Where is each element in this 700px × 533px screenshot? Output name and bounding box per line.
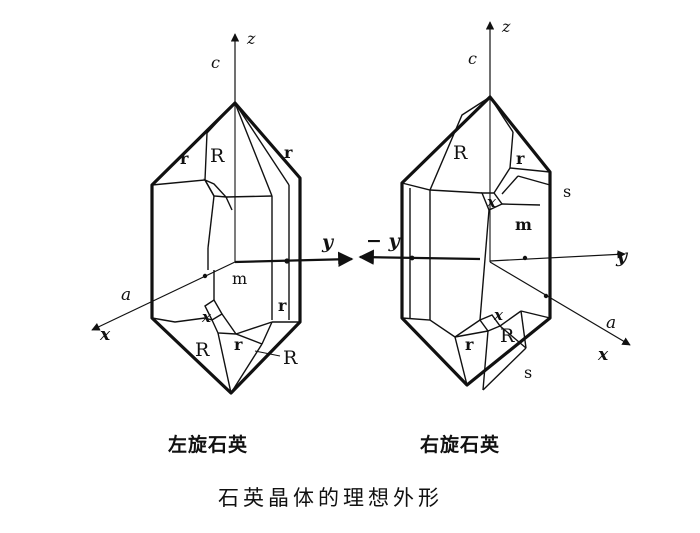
left-z-label: z xyxy=(246,29,256,48)
right-crystal-labels: z c − y y a x R r s x m x r R s xyxy=(366,17,629,382)
left-face-r1: r xyxy=(180,149,189,168)
right-face-s-top: s xyxy=(563,182,571,201)
right-neg-y-dot xyxy=(409,255,415,261)
left-crystal-labels: z c y a x r R r m x r R r R xyxy=(99,29,335,369)
left-crystal-caption: 左旋石英 xyxy=(168,434,249,456)
left-crystal: z c y a x r R r m x r R r R xyxy=(91,29,354,395)
right-face-s-bottom: s xyxy=(524,363,532,382)
left-y-axis xyxy=(234,251,354,268)
right-neg-y-label: − y xyxy=(366,230,402,252)
left-face-m: m xyxy=(232,269,247,288)
right-face-x-bottom: x xyxy=(493,306,504,324)
left-y-label: y xyxy=(321,231,335,253)
left-face-r4: r xyxy=(234,335,243,354)
right-y-dot xyxy=(522,255,528,261)
right-neg-y-axis xyxy=(358,249,481,265)
right-x-dot xyxy=(543,293,549,299)
right-crystal: z c − y y a x R r s x m x r R s xyxy=(358,17,631,391)
left-face-r3: r xyxy=(278,296,287,315)
left-face-R-top: R xyxy=(210,145,225,167)
right-face-m: m xyxy=(515,215,532,234)
right-face-R-top: R xyxy=(453,142,468,164)
right-crystal-caption: 右旋石英 xyxy=(420,434,501,456)
left-x-axis xyxy=(91,261,236,331)
right-x-axis xyxy=(489,261,631,346)
left-crystal-edges xyxy=(151,102,300,394)
right-y-label: y xyxy=(615,245,629,267)
right-y-axis xyxy=(489,250,626,262)
right-face-r-top: r xyxy=(516,149,525,168)
left-a-label: a xyxy=(121,285,131,305)
right-axes xyxy=(358,21,631,346)
right-face-R-bottom: R xyxy=(500,325,515,347)
left-x-label: x xyxy=(99,325,111,345)
left-axes xyxy=(91,33,354,331)
left-c-label: c xyxy=(211,53,220,72)
right-crystal-edges xyxy=(401,96,551,391)
right-crystal-outline xyxy=(400,95,552,387)
figure-title: 石英晶体的理想外形 xyxy=(218,486,443,510)
left-face-R-outer: R xyxy=(283,347,298,369)
left-crystal-outline xyxy=(150,101,302,395)
left-face-x: x xyxy=(201,308,212,326)
left-face-R-bottom: R xyxy=(195,339,210,361)
right-z-label: z xyxy=(501,17,511,36)
right-x-label: x xyxy=(597,345,609,365)
left-face-r2: r xyxy=(284,143,293,162)
right-face-x-top: x xyxy=(486,193,497,211)
right-a-label: a xyxy=(606,313,616,333)
right-face-r-bottom: r xyxy=(465,335,474,354)
left-x-axis-dot xyxy=(202,273,208,279)
right-c-label: c xyxy=(468,49,477,68)
